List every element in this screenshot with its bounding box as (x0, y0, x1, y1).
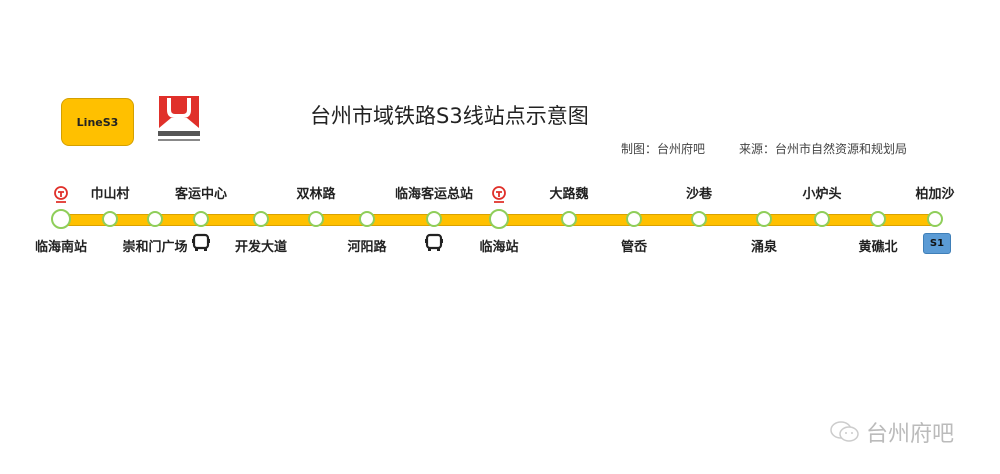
station-marker (51, 209, 71, 229)
watermark-text: 台州府吧 (866, 422, 955, 447)
station-label: 客运中心 (174, 187, 228, 202)
station-marker (426, 211, 442, 227)
station-label: 小炉头 (802, 187, 842, 202)
station-label: 沙巷 (685, 187, 713, 202)
station-marker (626, 211, 642, 227)
source-credit: 来源：台州市自然资源和规划局 (739, 142, 908, 156)
taizhou-rail-logo (156, 96, 202, 144)
station-label: 管岙 (620, 240, 648, 255)
station-marker (308, 211, 324, 227)
credit-line: 制图：台州府吧 来源：台州市自然资源和规划局 (621, 140, 941, 157)
station-marker (870, 211, 886, 227)
station-label: 临海南站 (34, 240, 88, 255)
station-label: 双林路 (296, 187, 336, 202)
author-credit: 制图：台州府吧 (621, 142, 706, 156)
train-icon (491, 186, 507, 208)
station-marker (253, 211, 269, 227)
station-marker (489, 209, 509, 229)
page-title: 台州市域铁路S3线站点示意图 (310, 104, 589, 128)
station-marker (927, 211, 943, 227)
station-label: 河阳路 (347, 240, 387, 255)
train-icon (53, 186, 69, 208)
station-label: 大路魏 (549, 187, 589, 202)
station-label: 涌泉 (750, 240, 778, 255)
station-marker (691, 211, 707, 227)
bus-icon (191, 233, 211, 257)
station-marker (561, 211, 577, 227)
station-label: 柏加沙 (915, 187, 955, 202)
station-marker (102, 211, 118, 227)
station-label: 开发大道 (234, 240, 288, 255)
wechat-icon (830, 421, 859, 442)
station-marker (193, 211, 209, 227)
bus-icon (424, 233, 444, 257)
transfer-badge-s1: S1 (923, 233, 951, 254)
watermark: 台州府吧 (830, 416, 954, 448)
line-badge: LineS3 (61, 98, 134, 146)
station-marker (756, 211, 772, 227)
station-label: 黄礁北 (858, 240, 898, 255)
station-label: 崇和门广场 (122, 240, 188, 255)
station-label: 临海客运总站 (394, 187, 474, 202)
station-label: 临海站 (479, 240, 519, 255)
station-marker (814, 211, 830, 227)
station-label: 巾山村 (90, 187, 130, 202)
station-marker (359, 211, 375, 227)
station-marker (147, 211, 163, 227)
